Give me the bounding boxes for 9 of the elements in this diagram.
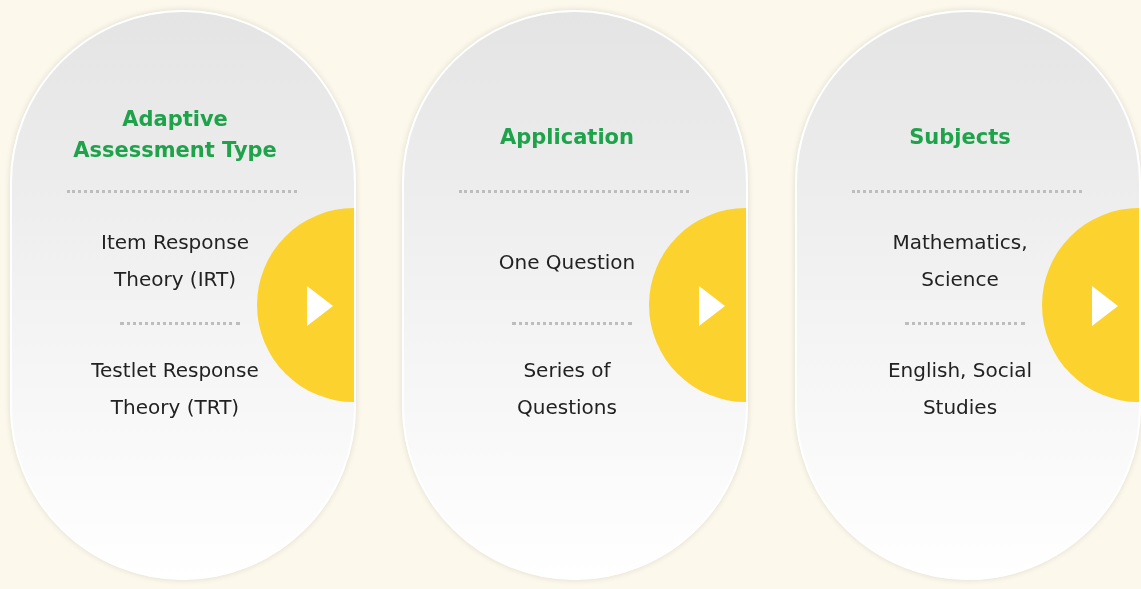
card-heading: Subjects [908,124,1012,151]
list-item: Mathematics, Science [891,229,1029,293]
card-heading: Application [499,124,635,151]
card-heading: Adaptive Assessment Type [72,106,278,164]
list-item: Item Response Theory (IRT) [100,229,250,293]
list-item: Testlet Response Theory (TRT) [90,357,260,421]
list-item: English, Social Studies [886,357,1034,421]
list-item: Series of Questions [516,357,618,421]
list-item: One Question [497,249,637,276]
